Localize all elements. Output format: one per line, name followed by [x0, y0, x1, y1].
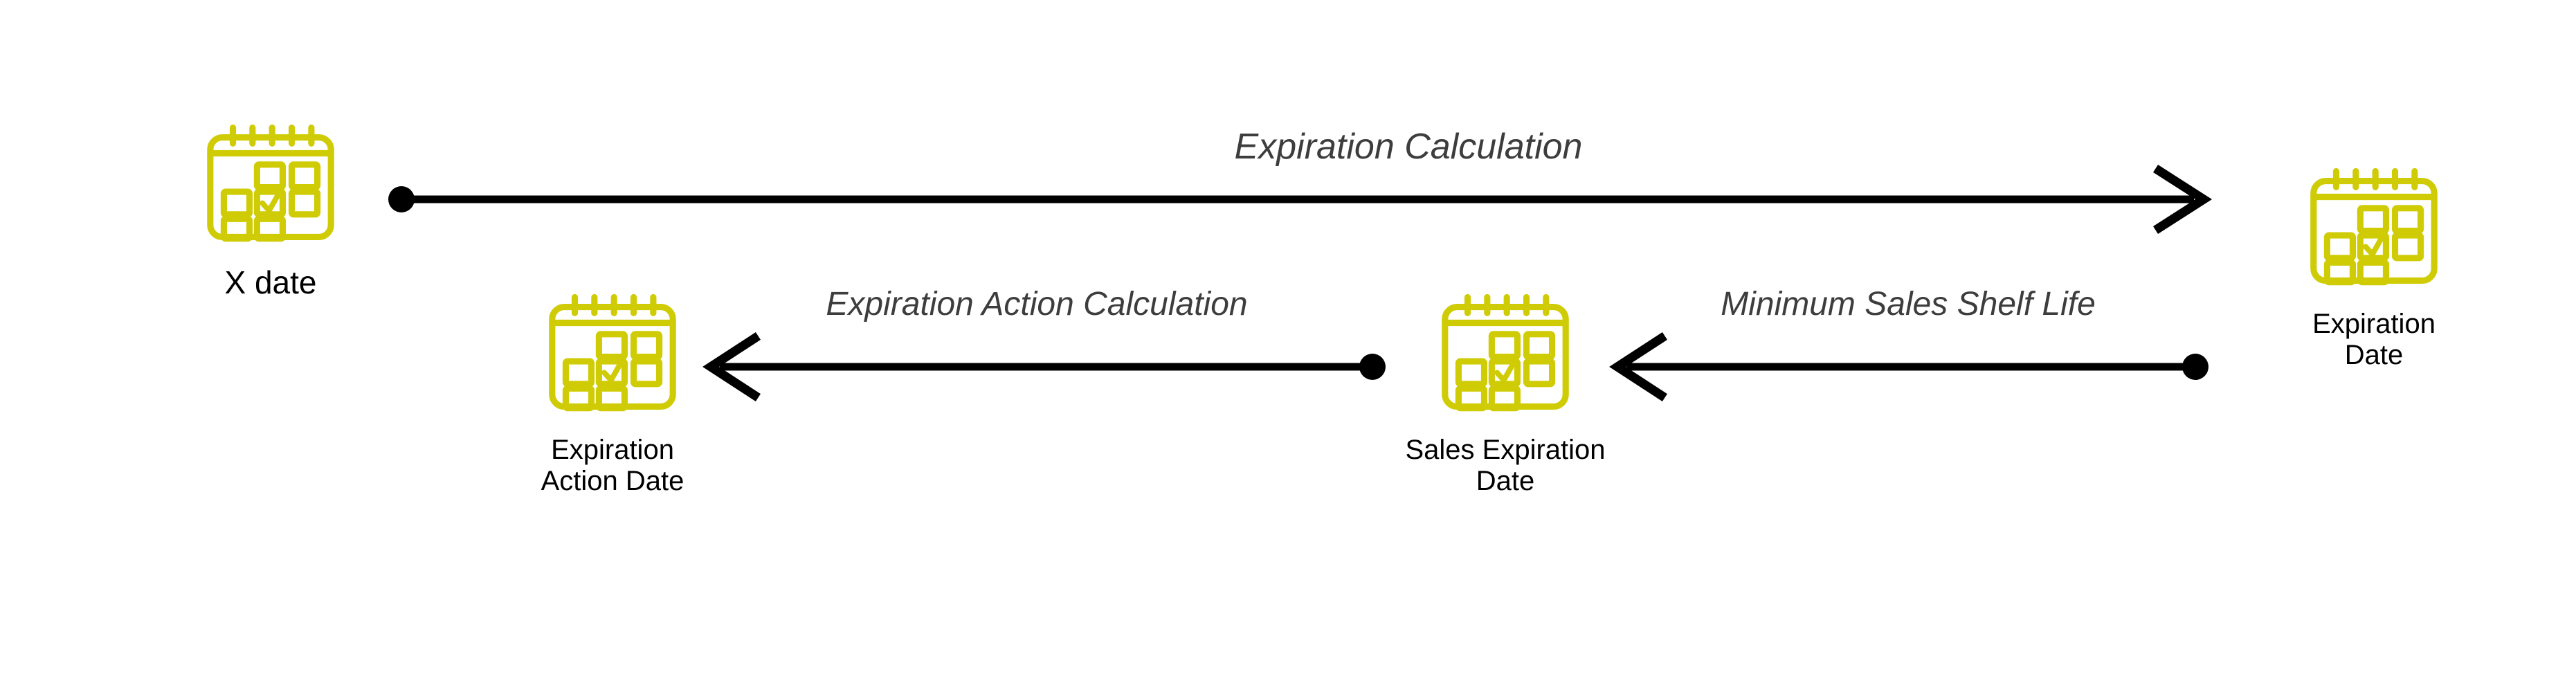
- node-label-expiration-date: Expiration Date: [2312, 309, 2436, 370]
- node-label-x-date: X date: [224, 264, 317, 300]
- connector-minimum-sales-shelf-life: [1609, 332, 2208, 401]
- node-expiration-date: Expiration Date: [2249, 151, 2498, 371]
- connector-start-dot-icon: [1359, 354, 1386, 380]
- edge-label-minimum-sales-shelf-life: Minimum Sales Shelf Life: [1721, 286, 2096, 323]
- edge-label-expiration-calculation: Expiration Calculation: [1234, 127, 1583, 167]
- connector-end-arrow-icon: [702, 332, 761, 401]
- connector-end-arrow-icon: [2153, 165, 2213, 234]
- calendar-check-icon: [549, 293, 676, 412]
- node-x-date: X date: [195, 107, 346, 301]
- node-label-expiration-action-date: Expiration Action Date: [541, 435, 684, 496]
- calendar-check-icon: [207, 124, 334, 242]
- connector-expiration-calculation: [388, 165, 2213, 234]
- connector-start-dot-icon: [2182, 354, 2208, 380]
- connector-start-dot-icon: [388, 186, 415, 212]
- connector-expiration-action-calculation: [702, 332, 1386, 401]
- connector-end-arrow-icon: [1609, 332, 1667, 401]
- node-expiration-action-date: Expiration Action Date: [457, 277, 768, 497]
- calendar-check-icon: [1442, 293, 1569, 412]
- edge-label-expiration-action-calculation: Expiration Action Calculation: [826, 286, 1248, 323]
- node-sales-expiration-date: Sales Expiration Date: [1346, 277, 1665, 497]
- node-label-sales-expiration-date: Sales Expiration Date: [1405, 435, 1606, 496]
- calendar-check-icon: [2310, 167, 2438, 286]
